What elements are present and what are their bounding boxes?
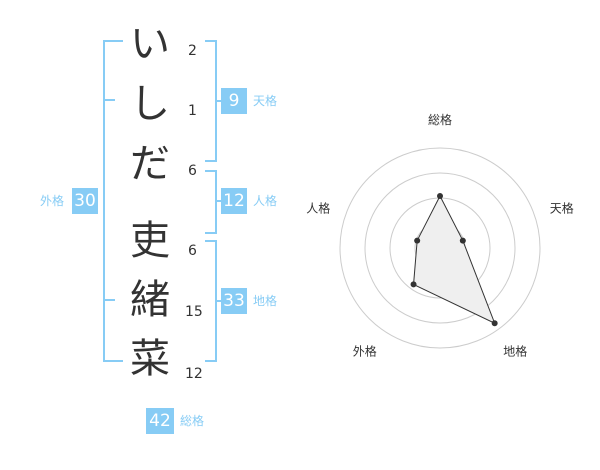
soukaku-label: 総格 <box>180 414 205 428</box>
name-char-1: い <box>130 21 170 67</box>
gaikaku-bracket <box>103 40 123 362</box>
radar-axis-label: 外格 <box>353 344 377 359</box>
bracket-tick <box>215 100 221 102</box>
stroke-count-1: 2 <box>188 43 197 59</box>
stroke-count-3: 6 <box>188 163 197 179</box>
name-char-5: 緒 <box>130 277 170 323</box>
jinkaku-label: 人格 <box>253 194 278 208</box>
radar-ring <box>339 147 541 349</box>
name-char-3: だ <box>130 141 170 187</box>
tenkaku-label: 天格 <box>253 94 278 108</box>
name-char-4: 吏 <box>130 218 170 264</box>
stroke-count-4: 6 <box>188 243 197 259</box>
name-char-2: し <box>130 81 170 127</box>
gaikaku-badge: 30 <box>72 188 98 214</box>
stroke-count-2: 1 <box>188 103 197 119</box>
bracket-tick <box>105 299 115 301</box>
radar-axis-label: 天格 <box>550 200 574 215</box>
bracket-tick <box>215 200 221 202</box>
chikaku-badge: 33 <box>221 288 247 314</box>
stroke-count-5: 15 <box>185 304 203 320</box>
radar-series-area <box>413 194 496 325</box>
gaikaku-label: 外格 <box>40 194 65 208</box>
jinkaku-bracket <box>205 170 217 234</box>
radar-point-3 <box>491 320 498 327</box>
bracket-tick <box>215 300 221 302</box>
radar-point-1 <box>437 193 443 199</box>
soukaku-badge: 42 <box>146 408 174 434</box>
radar-axis-label: 総格 <box>428 112 452 127</box>
chikaku-label: 地格 <box>253 294 278 308</box>
radar-ring <box>364 172 516 324</box>
bracket-tick <box>105 99 115 101</box>
radar-axis-label: 人格 <box>306 200 330 215</box>
radar-axis-label: 地格 <box>503 344 527 359</box>
tenkaku-badge: 9 <box>221 88 247 114</box>
radar-point-4 <box>410 281 417 288</box>
stroke-count-6: 12 <box>185 366 203 382</box>
jinkaku-badge: 12 <box>221 188 247 214</box>
name-char-6: 菜 <box>130 336 170 382</box>
radar-point-5 <box>414 237 421 244</box>
radar-point-2 <box>459 237 466 244</box>
